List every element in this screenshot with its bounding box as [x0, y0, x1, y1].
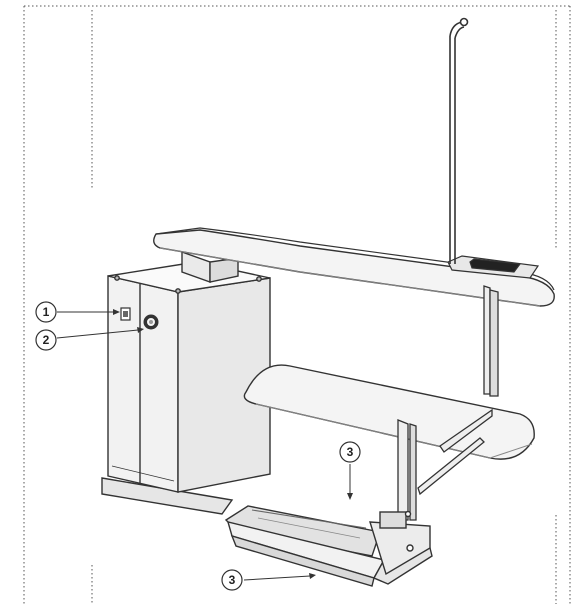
callout-2-label: 2	[43, 333, 50, 347]
dotted-frame	[23, 5, 571, 604]
iron-rest-tray	[447, 255, 540, 279]
iron-hanger-arm	[449, 17, 469, 264]
ironing-board	[153, 227, 555, 307]
callout-1: 1	[35, 301, 57, 323]
callout-1-label: 1	[43, 305, 50, 319]
board-neck	[181, 251, 239, 283]
support-posts	[397, 285, 499, 521]
pedal-base	[224, 505, 433, 587]
power-switch-rocker	[123, 311, 128, 317]
callout-3-upper: 3	[339, 441, 361, 463]
callout-leaders	[56, 309, 353, 581]
indicator-lamp	[143, 314, 159, 330]
callout-3-upper-label: 3	[347, 445, 354, 459]
callout-3-lower-label: 3	[229, 573, 236, 587]
callout-3-lower: 3	[221, 569, 243, 591]
cabinet	[101, 261, 271, 515]
callout-2: 2	[35, 329, 57, 351]
